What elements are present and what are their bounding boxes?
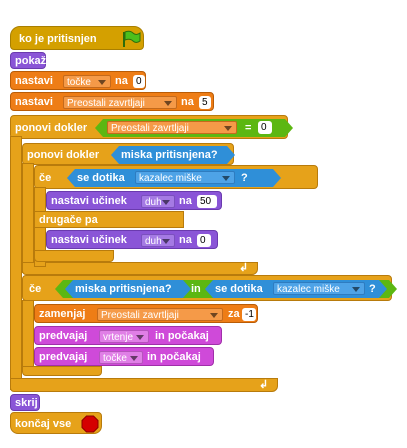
if-foot-2 (22, 366, 102, 376)
when-flag-clicked-hat[interactable]: ko je pritisnjen (10, 26, 144, 50)
set-effect-label: nastavi učinek (51, 195, 127, 207)
value-input[interactable]: 0 (133, 75, 145, 88)
touching-sensing[interactable]: se dotika kazalec miške ? (205, 280, 387, 298)
variable-dropdown[interactable]: točke (63, 75, 111, 88)
else-label: drugače pa (39, 214, 98, 226)
play-label: predvajaj (39, 351, 88, 363)
to-label: na (179, 195, 192, 207)
effect-dropdown[interactable]: duh (141, 234, 175, 247)
to-label: na (179, 234, 192, 246)
stop-sign-icon (81, 415, 99, 433)
repeat-until-outer-foot: ↲ (10, 378, 278, 392)
repeat-until-inner-foot: ↲ (22, 262, 258, 275)
effect-dropdown[interactable]: duh (141, 195, 175, 208)
condition-label: miska pritisnjena? (121, 149, 218, 161)
change-label: zamenjaj (39, 308, 86, 320)
sound-dropdown[interactable]: vrtenje (99, 330, 149, 343)
to-label: na (181, 96, 194, 108)
if-block[interactable]: če miska pritisnjena? in se dotika kazal… (22, 275, 397, 301)
variable-reporter[interactable]: Preostali zavrtljaji (107, 121, 237, 134)
touching-sensing[interactable]: se dotika kazalec miške ? (67, 169, 281, 187)
show-label: pokaži (15, 55, 50, 67)
if-else-foot (34, 250, 114, 262)
repeat-until-label: ponovi dokler (15, 122, 88, 134)
mouse-down-sensing[interactable]: miska pritisnjena? (111, 146, 235, 164)
variable-dropdown[interactable]: Preostali zavrtljaji (97, 308, 223, 321)
show-block[interactable]: pokaži (10, 52, 50, 69)
touching-target-dropdown[interactable]: kazalec miške (273, 282, 365, 295)
set-variable-block-1[interactable]: nastavi točke na 0 (10, 71, 146, 90)
else-row: drugače pa (34, 211, 184, 228)
sound-dropdown[interactable]: točke (99, 351, 143, 364)
hat-label: ko je pritisnjen (19, 33, 97, 45)
set-effect-label: nastavi učinek (51, 234, 127, 246)
repeat-until-outer[interactable]: ponovi dokler Preostali zavrtljaji = 0 (10, 115, 293, 139)
if-arm-2 (22, 300, 34, 372)
until-done-label: in počakaj (147, 351, 201, 363)
question-mark: ? (241, 172, 248, 184)
repeat-until-outer-arm (10, 136, 22, 390)
and-label: in (191, 283, 201, 295)
set-effect-block-else[interactable]: nastavi učinek duh na 0 (46, 230, 218, 249)
play-sound-until-done-1[interactable]: predvajaj vrtenje in počakaj (34, 326, 222, 345)
play-label: predvajaj (39, 330, 88, 342)
set-label: nastavi (15, 75, 53, 87)
and-operator[interactable]: miska pritisnjena? in se dotika kazalec … (55, 280, 397, 298)
loop-arrow-icon: ↲ (259, 379, 269, 391)
stop-label: končaj vse (15, 418, 72, 430)
touching-target-dropdown[interactable]: kazalec miške (135, 171, 235, 184)
repeat-until-inner-arm (22, 163, 34, 273)
touching-label: se dotika (215, 283, 263, 295)
change-variable-block[interactable]: zamenjaj Preostali zavrtljaji za -1 (34, 304, 258, 323)
mouse-down-sensing[interactable]: miska pritisnjena? (65, 280, 191, 298)
value-input[interactable]: 0 (258, 121, 272, 134)
condition-label: miska pritisnjena? (75, 283, 172, 295)
by-label: za (228, 308, 240, 320)
set-effect-block-then[interactable]: nastavi učinek duh na 50 (46, 191, 222, 210)
equals-operator[interactable]: Preostali zavrtljaji = 0 (95, 119, 293, 137)
hide-label: skrij (15, 397, 38, 409)
equals-label: = (245, 122, 252, 134)
set-variable-block-2[interactable]: nastavi Preostali zavrtljaji na 5 (10, 92, 214, 111)
until-done-label: in počakaj (155, 330, 209, 342)
value-input[interactable]: 5 (199, 96, 211, 109)
if-label: če (29, 283, 42, 295)
value-input[interactable]: 50 (197, 195, 217, 208)
set-label: nastavi (15, 96, 53, 108)
variable-dropdown[interactable]: Preostali zavrtljaji (63, 96, 177, 109)
repeat-until-label: ponovi dokler (27, 149, 100, 161)
value-input[interactable]: -1 (242, 308, 256, 321)
touching-label: se dotika (77, 172, 125, 184)
play-sound-until-done-2[interactable]: predvajaj točke in počakaj (34, 347, 214, 366)
loop-arrow-icon: ↲ (239, 262, 249, 274)
repeat-until-inner[interactable]: ponovi dokler miska pritisnjena? (22, 143, 235, 165)
hide-block[interactable]: skrij (10, 394, 40, 411)
if-else-block[interactable]: če se dotika kazalec miške ? (34, 165, 318, 189)
to-label: na (115, 75, 128, 87)
green-flag-icon (123, 30, 141, 47)
if-label: če (39, 172, 52, 184)
value-input[interactable]: 0 (197, 234, 211, 247)
question-mark: ? (369, 283, 376, 295)
stop-all-block[interactable]: končaj vse (10, 412, 102, 434)
